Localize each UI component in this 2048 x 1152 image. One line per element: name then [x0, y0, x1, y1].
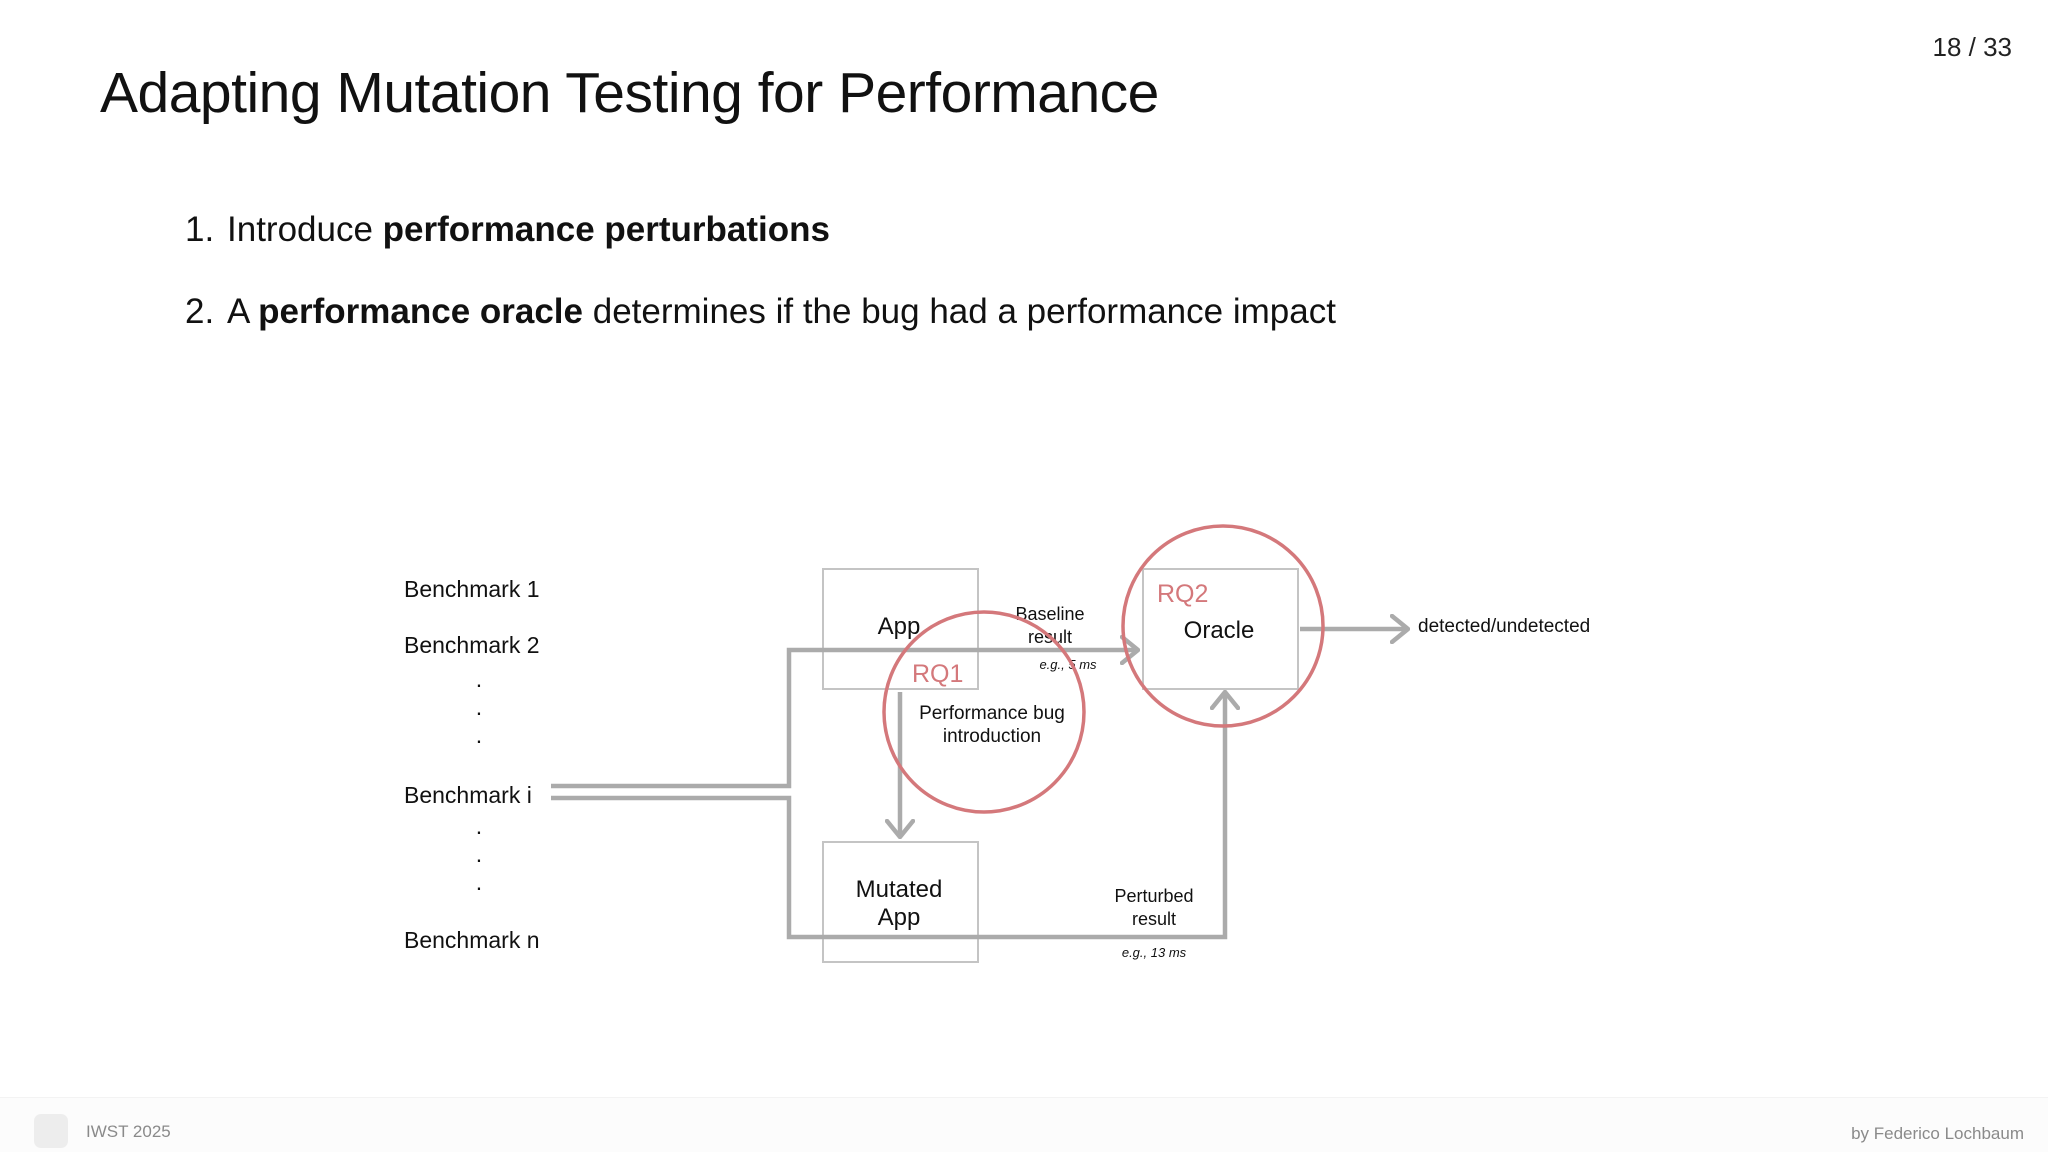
baseline-flow-arrow [551, 650, 1138, 789]
footer-logo-icon [34, 1114, 68, 1148]
point-2-rest: determines if the bug had a performance … [583, 292, 1336, 331]
rq1-circle [882, 610, 1086, 814]
rq1-caption-line2: introduction [943, 726, 1041, 747]
point-2-number: 2. [185, 292, 215, 331]
slide-title: Adapting Mutation Testing for Performanc… [100, 61, 1159, 125]
ellipsis-dot: . [476, 666, 482, 692]
footer: IWST 2025 by Federico Lochbaum [0, 1097, 2048, 1152]
baseline-label-line1: Baseline [1015, 604, 1084, 624]
mutated-app-box [822, 841, 979, 963]
perturbed-example: e.g., 13 ms [1122, 945, 1187, 960]
perturbed-flow-arrow [551, 692, 1225, 940]
point-1: 1. Introduce performance perturbations [185, 210, 830, 250]
point-2: 2. A performance oracle determines if the… [185, 292, 1336, 332]
rq1-label: RQ1 [912, 660, 963, 688]
point-2-text: A [227, 292, 259, 331]
footer-author: by Federico Lochbaum [1851, 1124, 2024, 1143]
output-label: detected/undetected [1418, 616, 1590, 637]
ellipsis-dot: . [476, 841, 482, 867]
ellipsis-dot: . [476, 869, 482, 895]
mutated-app-label-line1: Mutated [856, 876, 943, 903]
point-1-bold: performance perturbations [382, 210, 830, 249]
benchmark-n-label: Benchmark n [404, 927, 540, 953]
ellipsis-dot: . [476, 722, 482, 748]
rq1-caption-line1: Performance bug [919, 703, 1065, 724]
rq2-label: RQ2 [1157, 580, 1208, 608]
page-number: 18 / 33 [1932, 32, 2012, 62]
perturbed-label-line1: Perturbed [1114, 886, 1193, 906]
benchmark-2-label: Benchmark 2 [404, 632, 540, 658]
mutated-app-label-line2: App [878, 904, 921, 931]
benchmark-i-label: Benchmark i [404, 782, 532, 808]
footer-event: IWST 2025 [86, 1122, 171, 1141]
perturbed-label-line2: result [1132, 909, 1176, 929]
app-label: App [878, 613, 921, 640]
ellipsis-dot: . [476, 813, 482, 839]
oracle-box [1142, 568, 1299, 690]
point-1-text: Introduce [227, 210, 383, 249]
oracle-label: Oracle [1184, 617, 1255, 644]
point-1-number: 1. [185, 210, 215, 249]
point-2-bold: performance oracle [258, 292, 584, 331]
benchmark-1-label: Benchmark 1 [404, 576, 540, 602]
app-box [822, 568, 979, 690]
baseline-example: e.g., 5 ms [1039, 657, 1097, 672]
ellipsis-dot: . [476, 694, 482, 720]
rq2-circle [1121, 524, 1325, 728]
